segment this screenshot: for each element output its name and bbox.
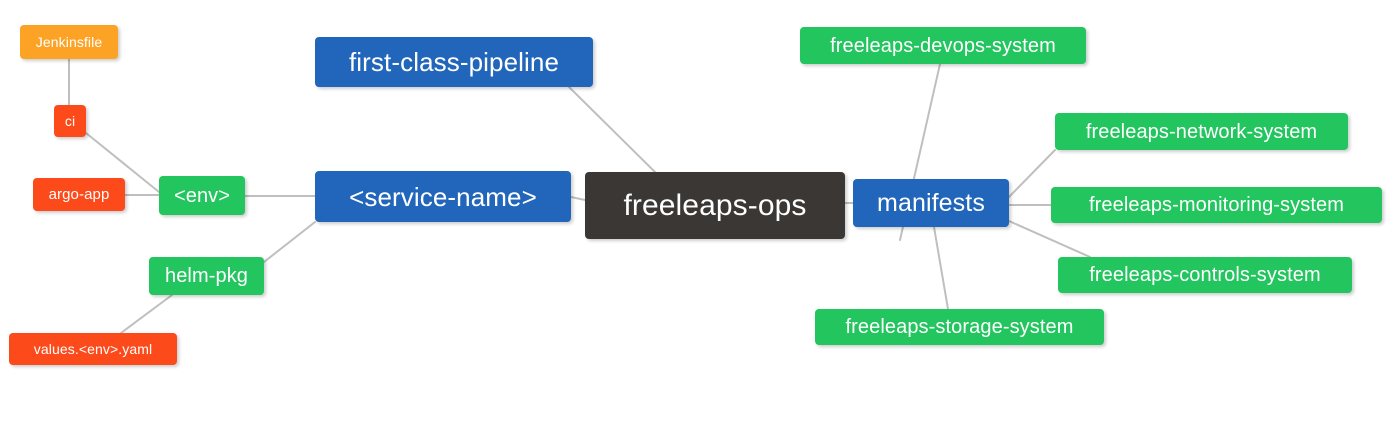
mindmap-node-ci[interactable]: ci (54, 105, 86, 137)
mindmap-node-label: first-class-pipeline (348, 47, 560, 77)
edge-manifests-to-freeleaps-controls-system (1008, 220, 1091, 258)
mindmap-node-label: freeleaps-monitoring-system (1088, 194, 1344, 216)
mindmap-node-env[interactable]: <env> (159, 176, 245, 215)
edge-helm-pkg-to-values-yaml (120, 294, 173, 334)
edge-manifests-to-freeleaps-storage-system (933, 226, 949, 310)
edge-manifests-to-freeleaps-network-system (1008, 149, 1056, 198)
mindmap-node-label: freeleaps-network-system (1085, 120, 1318, 143)
mindmap-node-first-class-pipeline[interactable]: first-class-pipeline (315, 37, 593, 87)
mindmap-node-freeleaps-monitoring-system[interactable]: freeleaps-monitoring-system (1051, 187, 1382, 223)
edge-service-name-to-helm-pkg (263, 221, 316, 263)
mindmap-node-freeleaps-ops[interactable]: freeleaps-ops (585, 172, 845, 239)
mindmap-node-jenkinsfile[interactable]: Jenkinsfile (20, 25, 118, 59)
mindmap-node-label: <service-name> (349, 181, 537, 212)
mindmap-node-label: freeleaps-controls-system (1089, 264, 1321, 286)
mindmap-node-label: manifests (877, 188, 985, 217)
mindmap-node-freeleaps-devops-system[interactable]: freeleaps-devops-system (800, 27, 1086, 64)
edge-first-class-pipeline-to-freeleaps-ops (568, 86, 656, 173)
mindmap-node-service-name[interactable]: <service-name> (315, 171, 571, 222)
mindmap-node-label: argo-app (48, 186, 110, 203)
mindmap-node-freeleaps-controls-system[interactable]: freeleaps-controls-system (1058, 257, 1352, 293)
mindmap-node-values-yaml[interactable]: values.<env>.yaml (9, 333, 177, 365)
mindmap-node-helm-pkg[interactable]: helm-pkg (149, 257, 264, 295)
mindmap-node-label: values.<env>.yaml (33, 341, 153, 357)
mindmap-node-label: helm-pkg (164, 265, 249, 287)
mindmap-node-label: <env> (173, 184, 231, 207)
mindmap-node-argo-app[interactable]: argo-app (33, 178, 125, 211)
mindmap-node-label: freeleaps-devops-system (830, 34, 1056, 57)
edge-service-name-to-freeleaps-ops (570, 196, 586, 201)
mindmap-node-label: freeleaps-storage-system (845, 316, 1074, 338)
mindmap-node-freeleaps-storage-system[interactable]: freeleaps-storage-system (815, 309, 1104, 345)
mindmap-node-label: freeleaps-ops (623, 188, 807, 222)
mindmap-node-label: ci (64, 113, 76, 129)
mindmap-node-manifests[interactable]: manifests (853, 179, 1009, 227)
mindmap-node-label: Jenkinsfile (35, 34, 103, 50)
mindmap-node-freeleaps-network-system[interactable]: freeleaps-network-system (1055, 113, 1348, 150)
